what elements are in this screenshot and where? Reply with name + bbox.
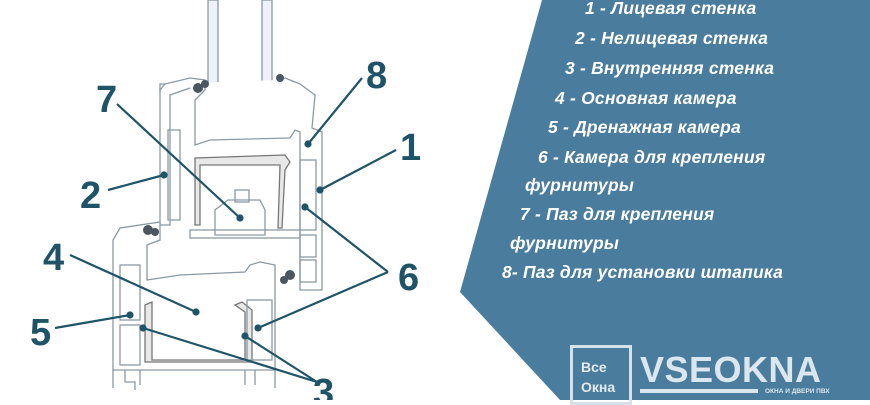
gasket xyxy=(276,74,284,82)
logo-underline xyxy=(640,389,758,393)
logo-box-line2: Окна xyxy=(581,379,616,395)
callout-8: 8 xyxy=(366,55,387,97)
gasket xyxy=(201,80,209,88)
gasket xyxy=(193,83,203,93)
gasket xyxy=(280,276,288,284)
logo-box-line1: Все xyxy=(581,359,607,375)
gasket xyxy=(285,270,295,280)
leader-lines xyxy=(54,77,397,384)
callout-3: 3 xyxy=(313,372,334,400)
callout-1: 1 xyxy=(400,127,421,169)
callout-4: 4 xyxy=(43,237,64,279)
callout-6: 6 xyxy=(398,257,419,299)
reinforcement-lower xyxy=(144,301,253,363)
callout-5: 5 xyxy=(30,312,51,354)
gasket xyxy=(151,228,159,236)
legend-panel xyxy=(460,0,870,400)
callout-2: 2 xyxy=(80,175,101,217)
callout-7: 7 xyxy=(96,79,117,121)
logo-box: Все Окна xyxy=(570,345,632,405)
frame-outline xyxy=(112,221,276,371)
logo-brand: VSEOKNA xyxy=(640,349,822,390)
gasket xyxy=(143,225,153,235)
sash-outline xyxy=(164,77,323,291)
logo-tagline: ОКНА И ДВЕРИ ПВХ xyxy=(765,388,830,395)
profile-drawing xyxy=(112,0,323,390)
gaskets xyxy=(143,74,295,284)
reinforcement-upper xyxy=(194,154,291,229)
